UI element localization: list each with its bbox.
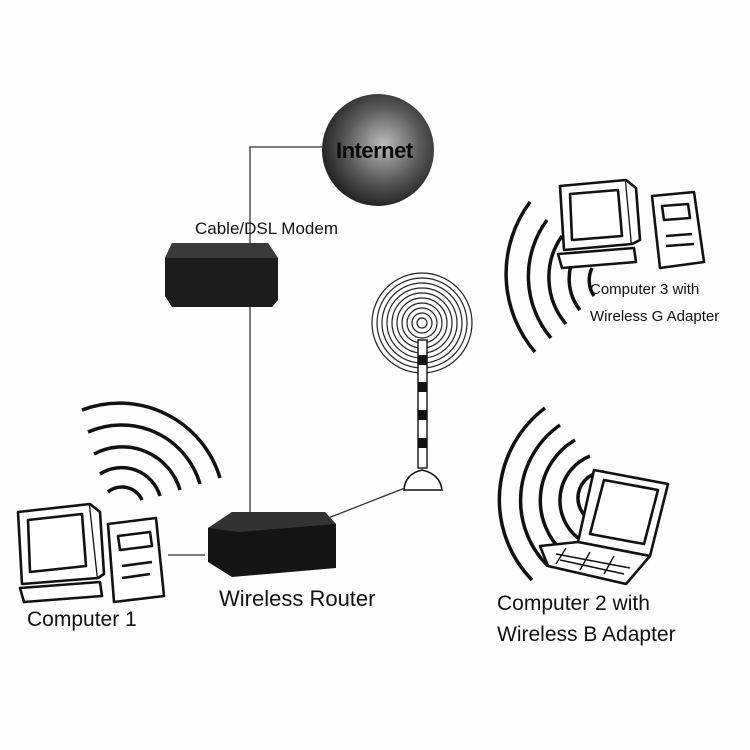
antenna-icon — [371, 272, 473, 491]
modem-label: Cable/DSL Modem — [195, 219, 338, 238]
router-label: Wireless Router — [219, 586, 376, 611]
wifi-waves-computer1 — [81, 401, 222, 501]
computer1-label: Computer 1 — [27, 608, 137, 631]
connection-lines — [168, 146, 406, 556]
computer2-icon — [538, 468, 670, 586]
router-to-antenna-line — [317, 487, 406, 523]
wifi-waves-computer3 — [504, 200, 596, 354]
internet-globe — [322, 94, 434, 206]
internet-label: Internet — [336, 138, 413, 163]
computer2-label-line2: Wireless B Adapter — [497, 623, 676, 646]
router-icon — [208, 512, 336, 577]
computer3-label-line1: Computer 3 with — [590, 281, 700, 298]
computer1-icon — [16, 502, 166, 604]
modem-icon — [165, 243, 278, 307]
computer2-label-line1: Computer 2 with — [497, 592, 650, 615]
computer3-icon — [556, 178, 706, 270]
computer2-label: Computer 2 with Wireless B Adapter — [497, 588, 676, 650]
computer3-label-line2: Wireless G Adapter — [590, 308, 720, 325]
globe-icon — [322, 94, 434, 206]
internet-to-modem-line — [249, 146, 330, 245]
computer3-label: Computer 3 with Wireless G Adapter — [590, 276, 719, 330]
